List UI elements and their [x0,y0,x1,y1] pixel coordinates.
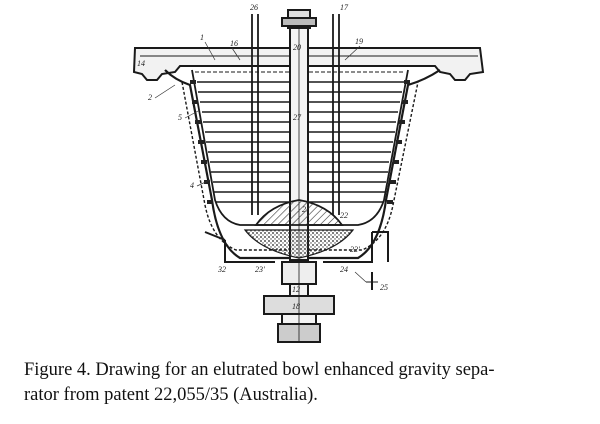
label-5: 5 [178,113,182,122]
label-1: 1 [200,33,204,42]
label-25: 25 [380,283,388,292]
caption-line-1: Figure 4. Drawing for an elutrated bowl … [24,360,495,380]
wall-ribs [190,80,410,204]
label-22: 22 [340,211,348,220]
label-19: 19 [355,37,363,46]
label-22-prime: 22' [350,245,360,254]
label-23-prime: 23' [255,265,265,274]
label-20: 20 [293,43,301,52]
label-2: 2 [148,93,152,102]
label-21: 21 [302,205,310,214]
lower-housing [204,231,389,290]
label-17: 17 [340,3,349,12]
patent-drawing: 26 1 16 14 19 17 20 2 5 27 4 21 22 22' 2… [132,3,485,343]
label-24: 24 [340,265,348,274]
label-27: 27 [293,113,302,122]
label-32: 32 [217,265,226,274]
label-18: 18 [292,302,300,311]
label-12: 12 [292,285,300,294]
leader-lines [154,41,367,283]
distributor-cone [243,199,355,259]
reference-numerals: 26 1 16 14 19 17 20 2 5 27 4 21 22 22' 2… [137,3,388,311]
lower-shaft [263,261,335,343]
caption-line-2: rator from patent 22,055/35 (Australia). [24,385,318,405]
label-16: 16 [230,39,238,48]
label-4: 4 [190,181,194,190]
label-14: 14 [137,59,145,68]
feed-pipes [251,14,340,215]
figure-caption: Figure 4. Drawing for an elutrated bowl … [24,358,594,408]
label-26: 26 [250,3,258,12]
